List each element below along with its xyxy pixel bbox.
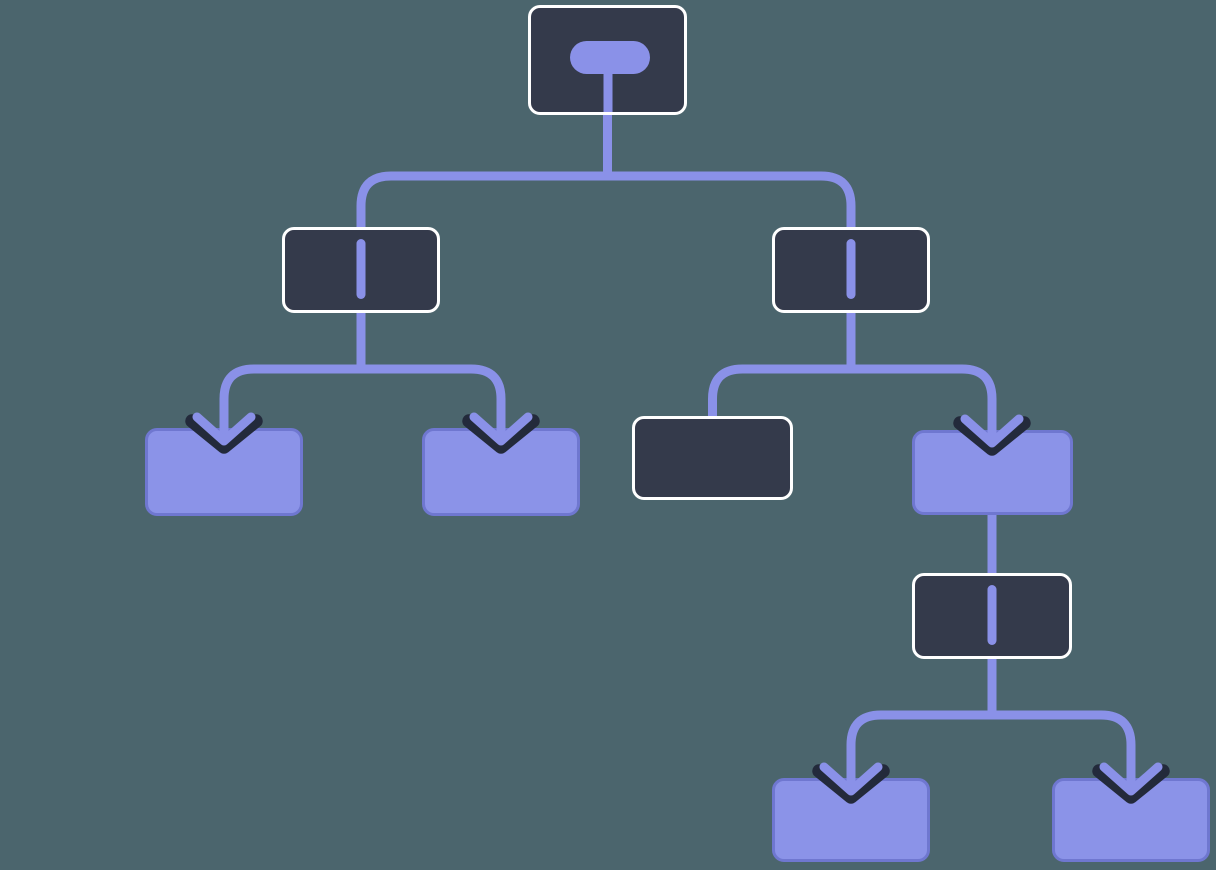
edge-branch-bottom-to-leaves [846, 650, 1136, 767]
edge-branch-left-to-leaves [219, 303, 506, 418]
edge-root-to-branches [356, 103, 856, 235]
insert-arrow-icon [812, 755, 890, 804]
edge-branch-right-to-children [708, 303, 997, 427]
node-branch-bottom[interactable] [912, 573, 1072, 659]
insert-arrow-icon [185, 405, 263, 454]
pass-through-line-icon [846, 239, 856, 299]
pass-through-line-icon [356, 239, 366, 299]
node-branch-left[interactable] [282, 227, 440, 313]
node-root[interactable] [528, 5, 687, 115]
insert-arrow-icon [462, 405, 540, 454]
node-branch-right[interactable] [772, 227, 930, 313]
insert-arrow-icon [953, 407, 1031, 456]
insert-arrow-icon [1092, 755, 1170, 804]
root-stem-shape [603, 68, 612, 112]
node-plain-dark[interactable] [632, 416, 793, 500]
tree-root-icon [531, 8, 684, 112]
pass-through-line-icon [987, 585, 997, 645]
